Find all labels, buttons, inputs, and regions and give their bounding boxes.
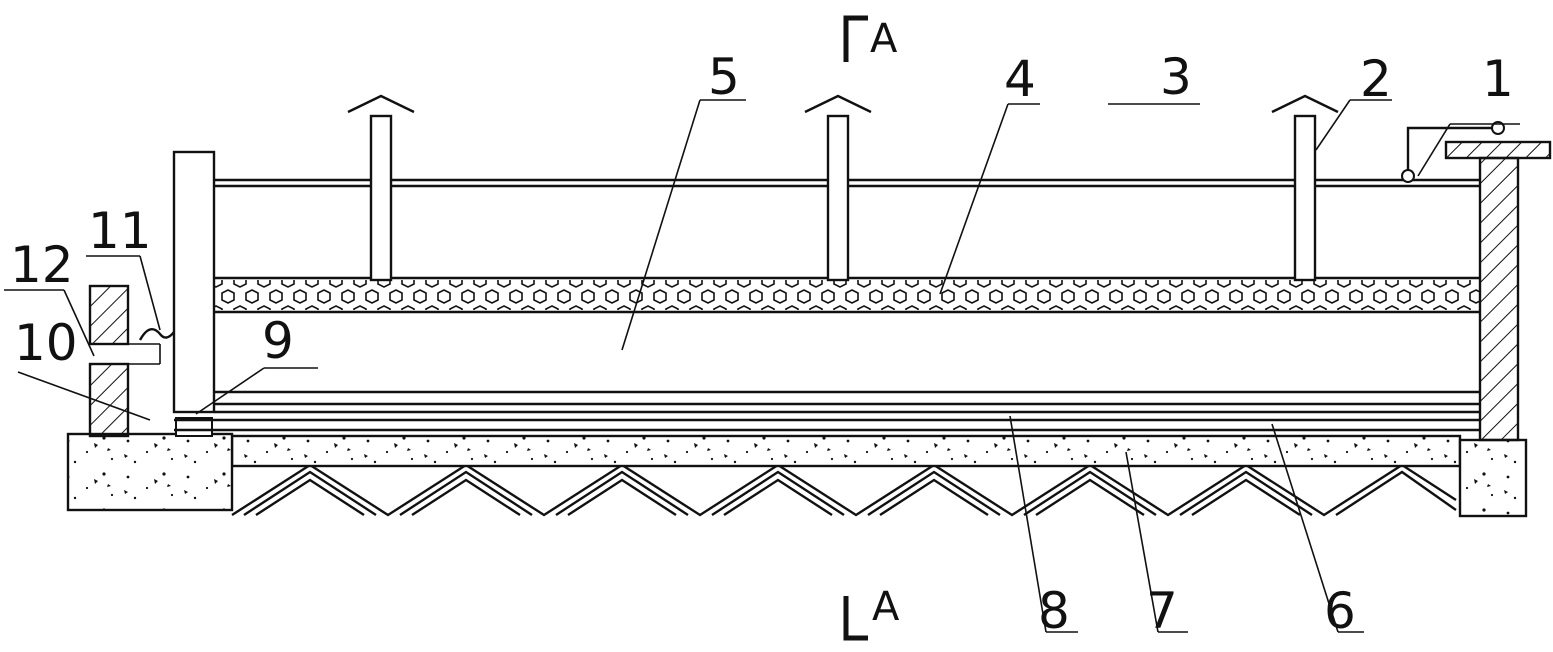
part-labels: 1 2 3 4 5 6 7 8 9 10 11 12 <box>10 48 1514 640</box>
gravel-layer <box>214 280 1480 310</box>
label-12: 12 <box>10 236 74 294</box>
soil-hatching <box>231 463 1457 517</box>
inlet-pipe <box>1401 121 1505 183</box>
right-footing <box>1458 438 1528 518</box>
left-gate-base <box>175 417 213 437</box>
right-wall <box>1478 156 1520 442</box>
label-11: 11 <box>88 202 152 260</box>
svg-text:A: A <box>872 584 900 630</box>
leader-lines <box>4 99 1520 633</box>
section-marker-top: A <box>843 15 898 62</box>
left-footing <box>66 432 234 512</box>
vent-pipes <box>347 94 1339 282</box>
label-10: 10 <box>14 314 78 372</box>
valve-symbol <box>138 328 175 341</box>
svg-text:A: A <box>870 16 898 62</box>
right-wall-cap <box>1444 140 1552 160</box>
label-8: 8 <box>1038 582 1070 640</box>
label-4: 4 <box>1004 50 1036 108</box>
section-marker-bottom: A <box>843 584 900 641</box>
label-7: 7 <box>1146 582 1178 640</box>
label-2: 2 <box>1360 50 1392 108</box>
concrete-base-slab <box>230 434 1462 468</box>
label-6: 6 <box>1324 582 1356 640</box>
label-1: 1 <box>1482 50 1514 108</box>
left-wall-upper <box>88 284 130 346</box>
label-5: 5 <box>708 48 740 106</box>
left-gate-panel <box>172 150 216 414</box>
label-3: 3 <box>1160 48 1192 106</box>
label-9: 9 <box>262 312 294 370</box>
